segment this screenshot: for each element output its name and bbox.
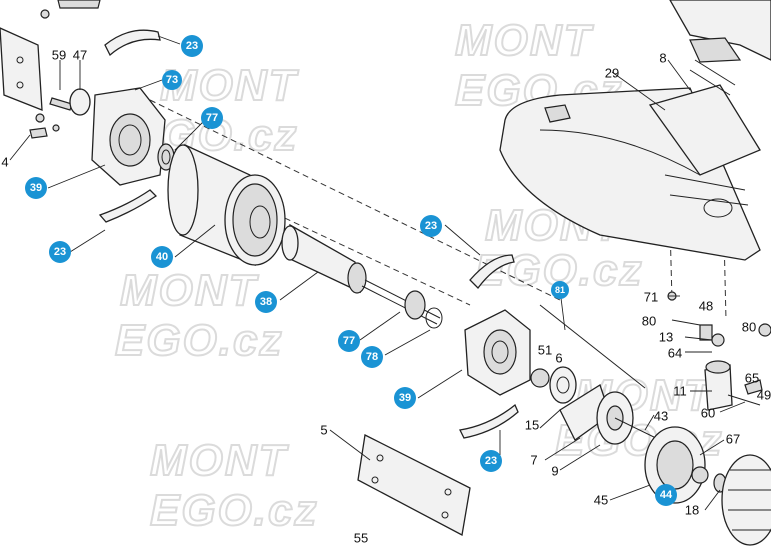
label-6: 6 [555, 351, 562, 366]
svg-text:40: 40 [156, 251, 168, 263]
label-47: 47 [73, 48, 87, 63]
callout-78: 78 [361, 346, 383, 368]
callout-40: 40 [151, 246, 173, 268]
label-4: 4 [1, 155, 8, 170]
callout-23-left: 23 [49, 241, 71, 263]
end-plate-left [91, 87, 166, 186]
callout-23-top: 23 [181, 35, 203, 57]
rotor-armature [281, 223, 441, 325]
motor-end-cap-parts [29, 88, 91, 139]
label-11: 11 [673, 384, 687, 399]
callout-44: 44 [655, 484, 677, 506]
label-65: 65 [745, 371, 759, 386]
svg-text:77: 77 [343, 335, 355, 347]
label-80-left: 80 [642, 314, 656, 329]
callout-81: 81 [551, 281, 569, 299]
spring-clip-bottom-center [459, 403, 519, 439]
label-5: 5 [320, 423, 327, 438]
callout-39-left: 39 [25, 177, 47, 199]
svg-text:44: 44 [660, 489, 673, 501]
watermark-line1: MONT [455, 16, 594, 65]
spring-clip-top [104, 29, 161, 57]
svg-text:77: 77 [206, 112, 218, 124]
tie-rod [539, 304, 646, 389]
washer [425, 307, 443, 329]
mounting-plate [357, 434, 471, 536]
watermark-line1: MONT [160, 61, 299, 110]
label-18: 18 [685, 503, 699, 518]
svg-text:73: 73 [166, 74, 178, 86]
label-15: 15 [525, 418, 539, 433]
label-48: 48 [699, 299, 713, 314]
callout-73: 73 [162, 70, 182, 90]
label-80-right: 80 [742, 320, 756, 335]
watermark-line1: MONT [150, 436, 289, 485]
watermark-line2: EGO.cz [115, 316, 284, 365]
label-43: 43 [654, 409, 668, 424]
label-49: 49 [757, 388, 771, 403]
callout-77-right: 77 [338, 330, 360, 352]
spring-clip-upper-right [469, 254, 515, 289]
svg-text:23: 23 [485, 455, 497, 467]
watermark-line2: EGO.cz [150, 486, 319, 535]
top-right-shell [669, 0, 771, 61]
label-60: 60 [701, 406, 715, 421]
cover-plate-8 [648, 37, 761, 176]
watermark-group: MONT EGO.cz MONT EGO.cz MONT EGO.cz MONT… [114, 15, 723, 536]
motor-housing [167, 144, 286, 266]
svg-text:23: 23 [54, 246, 66, 258]
bearing-right [404, 290, 426, 320]
top-left-bracket-part [0, 0, 101, 111]
label-67: 67 [726, 432, 740, 447]
end-plate-right [464, 309, 531, 396]
right-hardware-column [667, 291, 771, 411]
label-29: 29 [605, 66, 619, 81]
label-55: 55 [354, 531, 368, 546]
svg-text:78: 78 [366, 351, 378, 363]
label-59: 59 [52, 48, 66, 63]
label-13: 13 [659, 330, 673, 345]
label-51: 51 [538, 343, 552, 358]
svg-text:39: 39 [399, 392, 411, 404]
spring-clip-bottom-left [98, 189, 158, 223]
svg-text:39: 39 [30, 182, 42, 194]
label-64: 64 [668, 346, 682, 361]
label-8: 8 [659, 51, 666, 66]
label-9: 9 [551, 464, 558, 479]
svg-text:23: 23 [425, 220, 437, 232]
svg-text:81: 81 [555, 285, 565, 295]
drive-sprocket [721, 454, 771, 546]
svg-text:38: 38 [260, 296, 272, 308]
label-71: 71 [644, 290, 658, 305]
label-7: 7 [530, 453, 537, 468]
svg-text:23: 23 [186, 40, 198, 52]
callout-77-left: 77 [201, 107, 223, 129]
watermark-line1: MONT [120, 266, 259, 315]
label-45: 45 [594, 493, 608, 508]
gear-train-parts [530, 366, 661, 445]
callout-23-bottom: 23 [480, 450, 502, 472]
callout-23-upper-right: 23 [420, 215, 442, 237]
callout-38: 38 [255, 291, 277, 313]
callout-39-right: 39 [394, 387, 416, 409]
